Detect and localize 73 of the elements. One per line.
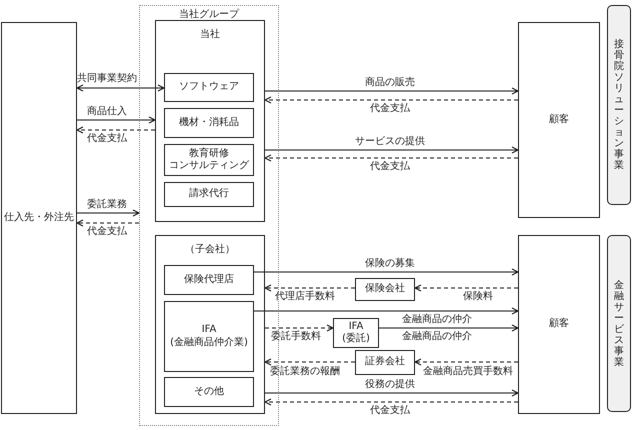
group-box bbox=[155, 20, 265, 222]
edge-label: 金融商品の仲介 bbox=[402, 331, 472, 343]
edge-label: 保険の募集 bbox=[365, 258, 415, 270]
edge-label: 金融商品売買手数料 bbox=[423, 366, 513, 378]
dashed-arrow bbox=[264, 358, 356, 366]
edge-label: 共同事業契約 bbox=[77, 73, 137, 85]
section-tab bbox=[607, 5, 631, 205]
edge-label: 代金支払 bbox=[370, 161, 410, 173]
edge-label: 代金支払 bbox=[370, 103, 410, 115]
edge-label: 商品仕入 bbox=[87, 106, 127, 118]
edge-label: 役務の提供 bbox=[365, 379, 415, 391]
edge-label: 商品の販売 bbox=[365, 77, 415, 89]
node-label: IFA (金融商品仲介業) bbox=[169, 324, 249, 349]
process-box bbox=[164, 108, 254, 138]
node-label: 請求代行 bbox=[189, 188, 229, 201]
process-box bbox=[164, 144, 254, 176]
edge-label: 委託業務 bbox=[87, 199, 127, 211]
node-label: 教育研修コンサルティング bbox=[169, 148, 249, 172]
node-label: （子会社） bbox=[185, 244, 235, 256]
process-box bbox=[164, 265, 254, 295]
edge-label: サービスの提供 bbox=[355, 136, 425, 148]
node-label: IFA (委託) bbox=[341, 320, 371, 346]
arrow bbox=[254, 307, 519, 315]
edge-label: 委託手数料 bbox=[271, 331, 321, 343]
dashed-arrow bbox=[76, 219, 140, 227]
node-label: 証券会社 bbox=[365, 356, 405, 369]
node-label: ソフトウェア bbox=[179, 81, 239, 94]
edge-label: 代理店手数料 bbox=[275, 291, 335, 303]
process-box bbox=[164, 182, 254, 207]
process-box bbox=[355, 350, 415, 375]
node-label: 顧客 bbox=[549, 318, 569, 331]
node-label: 保険会社 bbox=[365, 283, 405, 296]
arrow bbox=[76, 84, 165, 92]
dashed-arrow bbox=[264, 324, 334, 332]
arrow bbox=[264, 389, 519, 397]
process-box bbox=[164, 73, 254, 102]
node-label: 当社 bbox=[200, 29, 220, 42]
arrow bbox=[264, 87, 519, 95]
edge-label: 金融商品の仲介 bbox=[402, 314, 472, 326]
node-label: 顧客 bbox=[549, 114, 569, 126]
arrow bbox=[76, 116, 156, 124]
process-box bbox=[355, 278, 415, 301]
section-tab bbox=[607, 235, 631, 412]
edge-label: 代金支払 bbox=[370, 405, 410, 417]
dashed-arrow bbox=[414, 284, 518, 292]
section-title: 接骨院ソリューション事業 bbox=[614, 39, 624, 171]
edge-label: 代金支払 bbox=[87, 133, 127, 145]
process-box bbox=[164, 377, 254, 407]
arrow bbox=[378, 324, 519, 332]
edge-label: 委託業務の報酬 bbox=[270, 366, 340, 378]
dashed-arrow bbox=[264, 154, 518, 162]
group-box bbox=[155, 235, 265, 414]
section-title: 金融サービス事業 bbox=[614, 280, 624, 368]
dashed-arrow bbox=[414, 358, 518, 366]
node-label: 当社グループ bbox=[179, 9, 239, 22]
process-box bbox=[518, 235, 600, 414]
dashed-arrow bbox=[264, 284, 356, 292]
dashed-arrow bbox=[264, 96, 518, 104]
edge-label: 代金支払 bbox=[87, 226, 127, 238]
arrow bbox=[254, 268, 519, 276]
node-label: 仕入先・外注先 bbox=[4, 212, 74, 224]
node-label: その他 bbox=[194, 386, 224, 398]
dashed-arrow bbox=[264, 398, 518, 406]
node-label: 保険代理店 bbox=[184, 274, 234, 286]
arrow bbox=[264, 146, 519, 154]
process-box bbox=[164, 301, 254, 372]
arrow bbox=[76, 209, 140, 217]
edge-label: 保険料 bbox=[463, 291, 493, 303]
process-box bbox=[333, 318, 379, 348]
dashed-arrow bbox=[76, 126, 156, 134]
node-label: 機材・消耗品 bbox=[179, 116, 239, 130]
process-box bbox=[1, 22, 77, 414]
process-box bbox=[518, 22, 600, 218]
